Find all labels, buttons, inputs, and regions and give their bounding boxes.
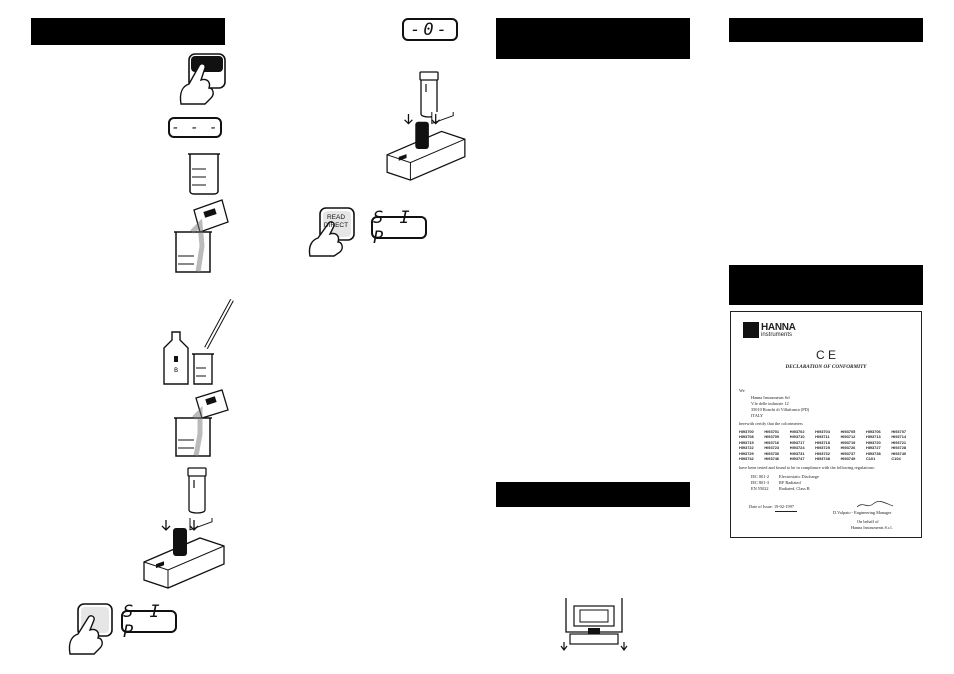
signer-name: D.Volpato - Engineering Manager: [833, 510, 892, 515]
read-direct-label: READ DIRECT: [323, 214, 349, 229]
lcd-sip-display-bottom: S I P: [121, 602, 177, 642]
address-line: Hanna Instruments Srl: [751, 395, 790, 400]
declaration-we: We: [739, 388, 745, 393]
beaker-with-packet-illustration: [174, 199, 229, 273]
company-name: Hanna Instruments S.r.l.: [851, 525, 893, 530]
beaker-with-packet-illustration-2: [174, 389, 229, 457]
address-line: V.le delle industrie 12: [751, 401, 789, 406]
cuvette-icon: [187, 467, 207, 514]
press-key-illustration: [179, 53, 226, 105]
declaration-of-conformity: HANNA instruments C E DECLARATION OF CON…: [730, 311, 922, 538]
lcd-dashes-display: - - -: [168, 117, 222, 138]
lcd-zero-display: -0-: [402, 18, 458, 41]
bottle-pipette-illustration: B: [163, 299, 234, 385]
beaker-icon: [188, 153, 220, 195]
signature-mark: [856, 500, 894, 508]
compliance-text: have been tested and found to be in comp…: [739, 465, 875, 470]
section-header-bar-col1: [31, 18, 225, 45]
section-header-bar-col4: [729, 18, 923, 42]
read-direct-key-illustration: [308, 207, 355, 257]
declaration-title: DECLARATION OF CONFORMITY: [785, 364, 867, 370]
hanna-logo: HANNA instruments: [743, 322, 805, 340]
certify-text: herewith certify that the colorimeters: [739, 421, 803, 426]
date-underline: [775, 511, 797, 512]
battery-compartment-illustration: [560, 598, 628, 651]
meter-cuvette-illustration: [143, 518, 225, 589]
address-line: 35010 Ronchi di Villafranca (PD): [751, 407, 810, 412]
section-header-bar-col3: [496, 18, 690, 59]
address-line: ITALY: [751, 413, 764, 418]
ce-mark: C E: [815, 348, 836, 362]
section-header-bar-col3-lower: [496, 482, 690, 507]
date-of-issue: Date of Issue: 19-02-1997: [749, 504, 794, 509]
on-behalf-text: On behalf of: [857, 519, 879, 524]
svg-text:B: B: [174, 367, 178, 374]
lcd-sip-display-top: S I P: [371, 208, 427, 248]
meter-cuvette-illustration-2: [386, 112, 466, 181]
press-blank-key-illustration: [68, 603, 113, 655]
section-header-bar-col4-lower: [729, 265, 923, 305]
